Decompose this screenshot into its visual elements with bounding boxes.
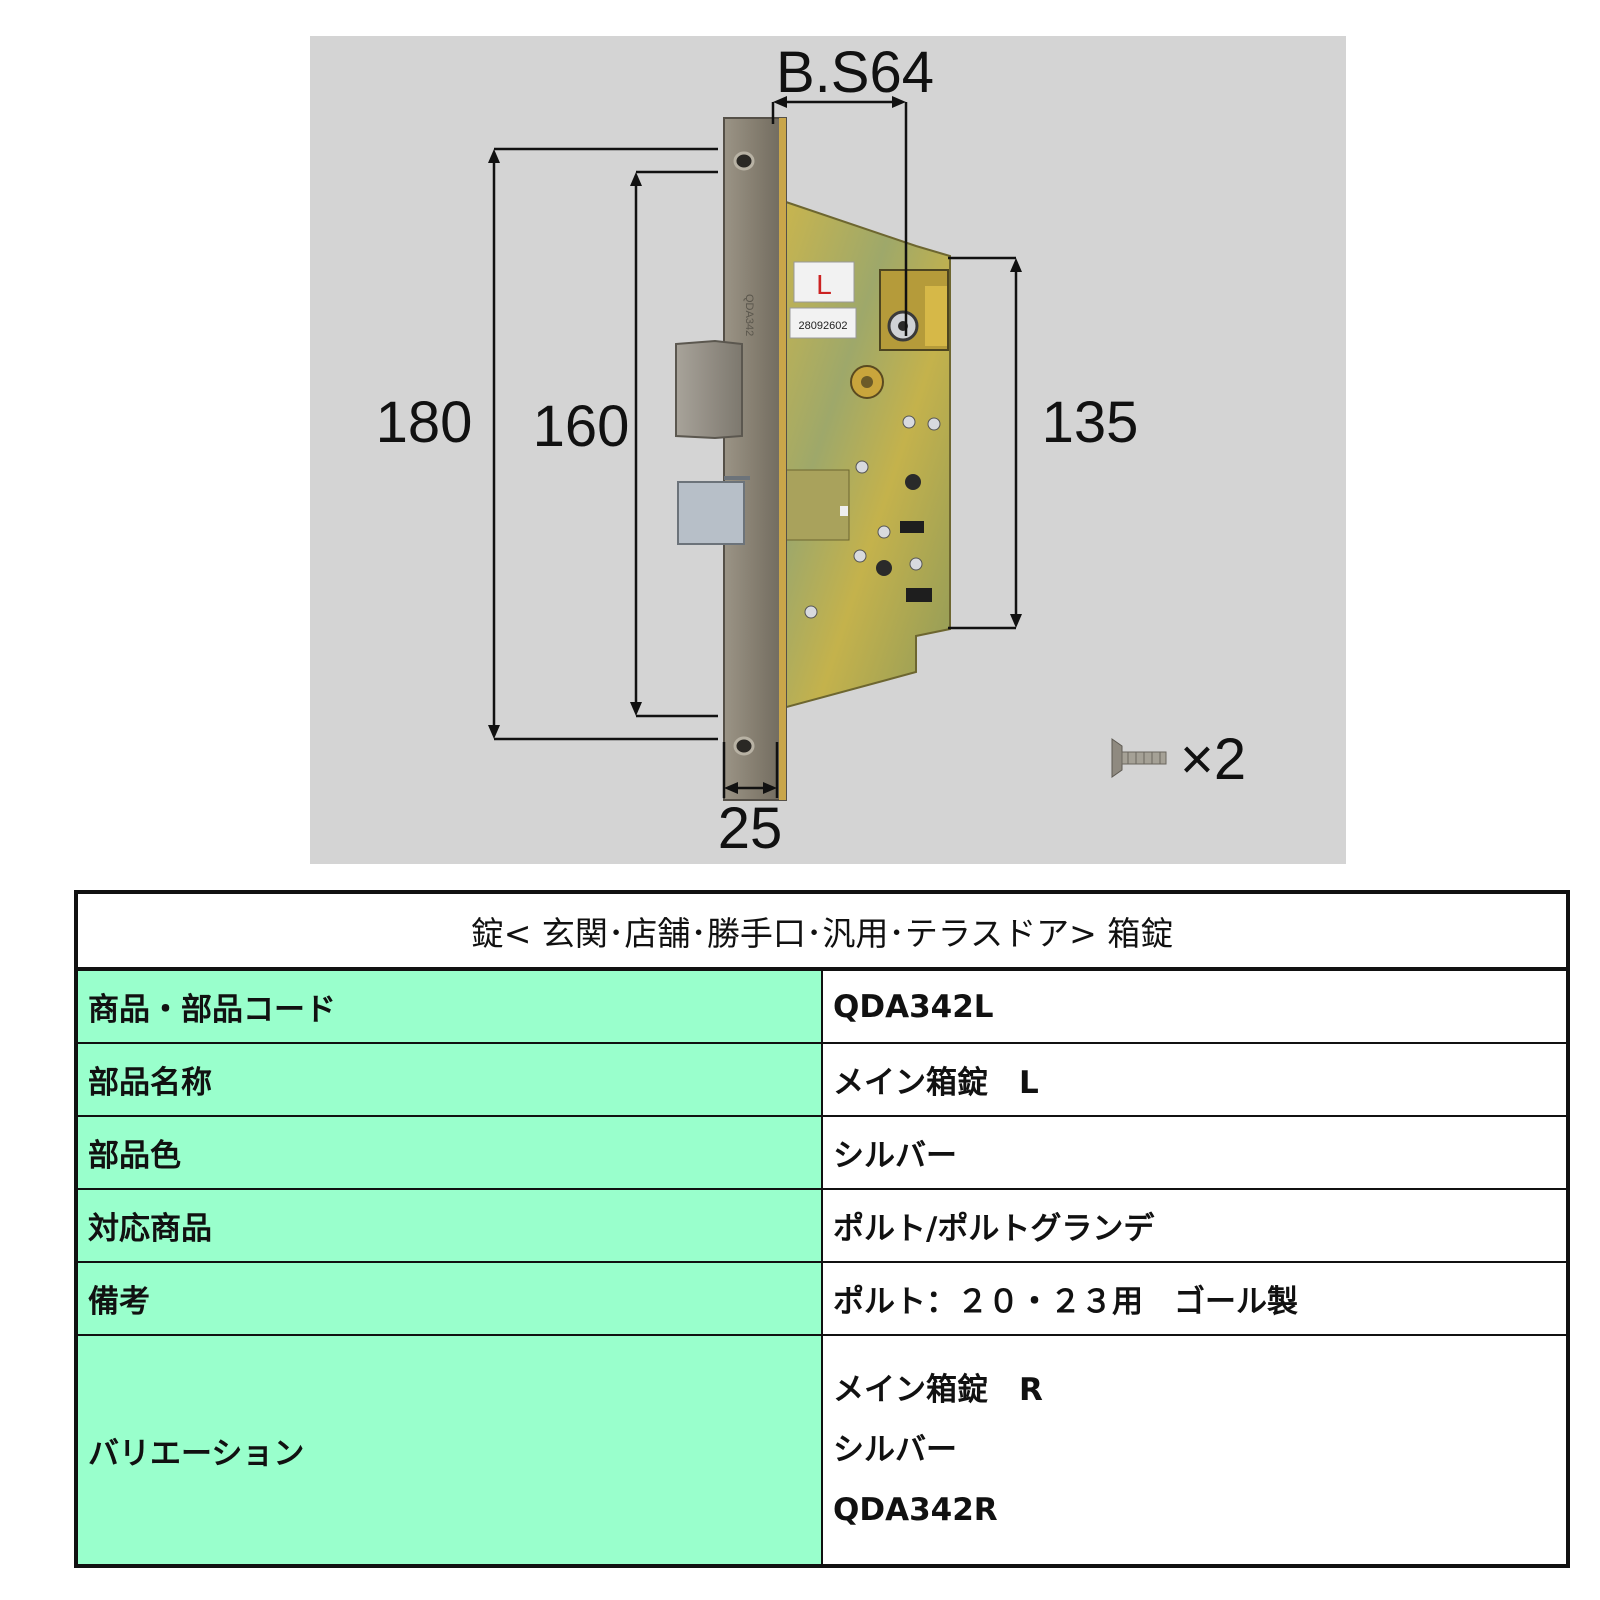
row-label-color: 部品色: [75, 1115, 823, 1190]
variation-line: QDA342R: [833, 1492, 998, 1528]
spec-table: 錠< 玄関･店舗･勝手口･汎用･テラスドア> 箱錠 商品・部品コード QDA34…: [74, 890, 1570, 1568]
case-height-label: 135: [1042, 390, 1139, 455]
dead-bolt: [677, 481, 745, 545]
table-row: 商品・部品コード QDA342L: [75, 968, 1569, 1044]
case-number-sticker: [789, 307, 857, 339]
table-title: 錠< 玄関･店舗･勝手口･汎用･テラスドア> 箱錠: [75, 891, 1569, 971]
row-label-notes: 備考: [75, 1261, 823, 1336]
row-label-code: 商品・部品コード: [75, 968, 823, 1044]
faceplate-stamp: QDA342: [743, 294, 755, 336]
table-title-row: 錠< 玄関･店舗･勝手口･汎用･テラスドア> 箱錠: [75, 891, 1569, 971]
faceplate: QDA342: [723, 117, 787, 801]
table-row: バリエーション メイン箱錠 R シルバー QDA342R: [75, 1334, 1569, 1567]
row-value-compatible: ポルト/ポルトグランデ: [821, 1188, 1569, 1263]
row-label-compatible: 対応商品: [75, 1188, 823, 1263]
dimension-arrows: [488, 96, 1022, 794]
screw-pitch-label: 160: [533, 394, 630, 459]
lock-case: L 28092602: [782, 199, 951, 710]
row-value-code: QDA342L: [821, 968, 1569, 1044]
case-label-text: L: [816, 269, 832, 300]
variation-line: シルバー: [833, 1432, 957, 1468]
lock-diagram: L 28092602 QDA342: [376, 40, 1247, 861]
row-value-notes: ポルト：２０・２３用 ゴール製: [821, 1261, 1569, 1336]
product-photo: L 28092602 QDA342: [310, 36, 1346, 864]
row-value-color: シルバー: [821, 1115, 1569, 1190]
case-number-text: 28092602: [799, 320, 848, 332]
table-row: 対応商品 ポルト/ポルトグランデ: [75, 1188, 1569, 1263]
row-label-variation: バリエーション: [75, 1334, 823, 1567]
overall-height-label: 180: [376, 390, 473, 455]
table-row: 部品名称 メイン箱錠 L: [75, 1042, 1569, 1117]
case-label-sticker: [793, 261, 855, 303]
screw-count-label: ×2: [1180, 727, 1246, 792]
faceplate-width-label: 25: [718, 796, 783, 861]
latch-bolt: [675, 339, 743, 440]
row-label-name: 部品名称: [75, 1042, 823, 1117]
table-row: 部品色 シルバー: [75, 1115, 1569, 1190]
row-value-variation: メイン箱錠 R シルバー QDA342R: [821, 1334, 1569, 1567]
screw-icon: [1111, 738, 1167, 778]
dimension-lines: [492, 100, 1018, 798]
table-row: 備考 ポルト：２０・２３用 ゴール製: [75, 1261, 1569, 1336]
variation-line: メイン箱錠 R: [833, 1372, 1043, 1408]
row-value-name: メイン箱錠 L: [821, 1042, 1569, 1117]
backset-label: B.S64: [776, 40, 934, 105]
